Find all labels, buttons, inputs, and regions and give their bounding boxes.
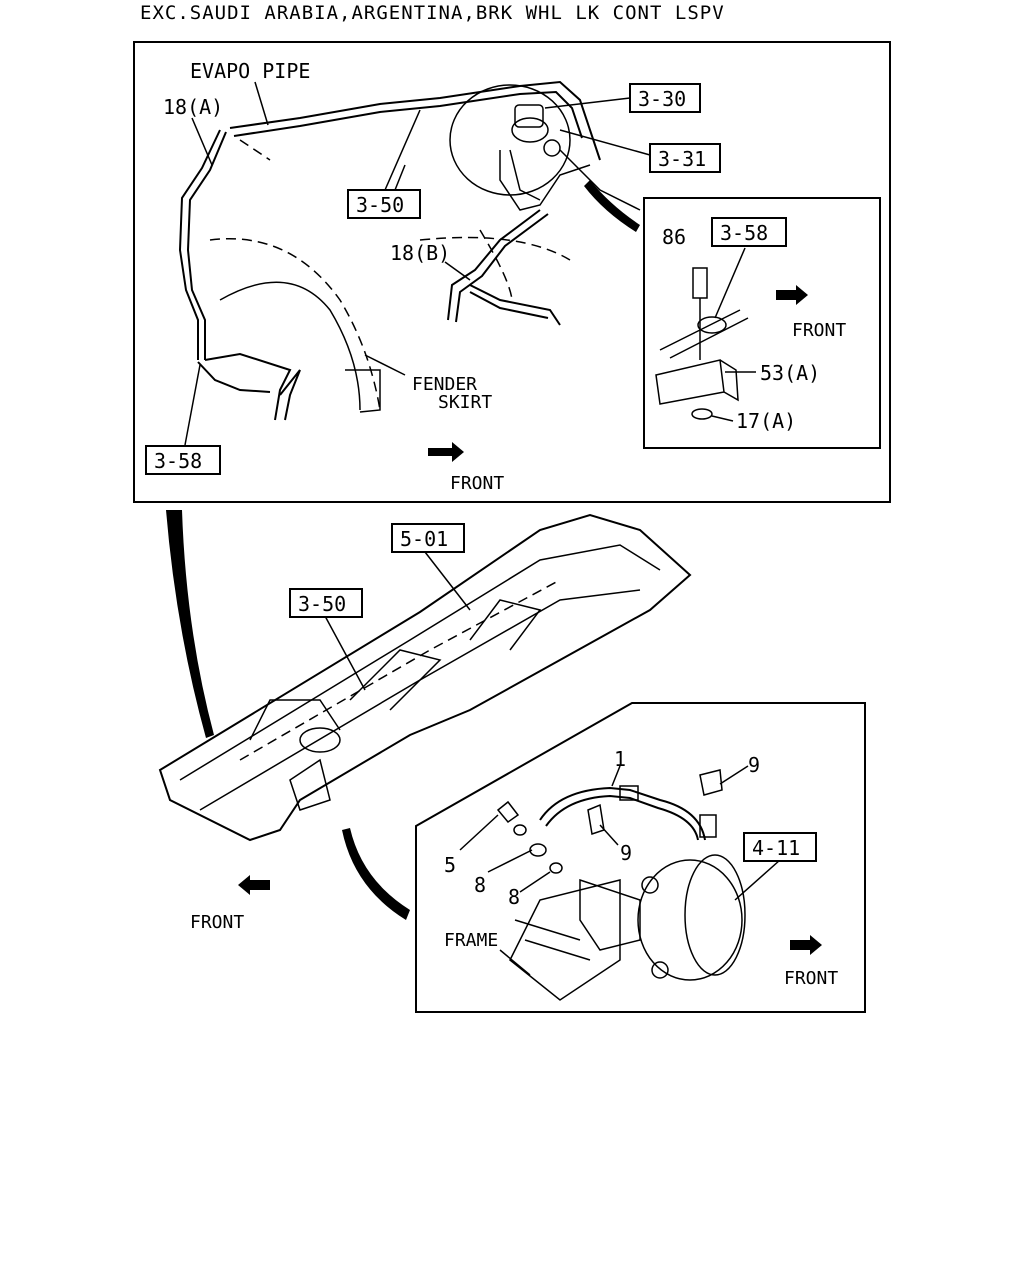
inset-panel-frame xyxy=(643,197,881,449)
front-arrow-icon xyxy=(428,442,464,462)
fender-skirt xyxy=(209,229,571,413)
bolt-5-label: 5 xyxy=(444,853,456,877)
svg-text:3-50: 3-50 xyxy=(356,193,404,217)
washer-8-label-a: 8 xyxy=(474,873,486,897)
ref-box-3-50-upper: 3-50 xyxy=(347,189,421,219)
pipe-18b-label: 18(B) xyxy=(390,241,450,265)
skirt-label: SKIRT xyxy=(438,392,492,413)
leader-lines-lower xyxy=(459,765,781,976)
washer-8-label-b: 8 xyxy=(508,885,520,909)
vehicle-frame xyxy=(158,513,692,842)
svg-text:5-01: 5-01 xyxy=(400,527,448,551)
inset-pointer-arrow xyxy=(584,180,640,232)
front-label-upper: FRONT xyxy=(450,473,504,494)
hose-1-label: 1 xyxy=(614,747,626,771)
front-arrow-icon xyxy=(776,285,808,305)
front-label-inset: FRONT xyxy=(792,320,846,341)
svg-text:3-58: 3-58 xyxy=(720,221,768,245)
pipe-18a-label: 18(A) xyxy=(163,95,223,119)
leader-lines-upper xyxy=(184,81,651,446)
bracket-53a-label: 53(A) xyxy=(760,361,820,385)
svg-text:3-30: 3-30 xyxy=(638,87,686,111)
svg-text:3-50: 3-50 xyxy=(298,592,346,616)
front-arrow-icon xyxy=(238,875,270,895)
brake-hose-assembly xyxy=(496,769,723,874)
leader-lines-frame xyxy=(324,551,471,691)
svg-text:3-31: 3-31 xyxy=(658,147,706,171)
ref-box-3-58-upper: 3-58 xyxy=(145,445,221,475)
front-arrow-icon xyxy=(790,935,822,955)
front-label-lower: FRONT xyxy=(784,968,838,989)
ref-box-4-11: 4-11 xyxy=(743,832,817,862)
ref-box-3-58-inset: 3-58 xyxy=(711,217,787,247)
bolt-86-label: 86 xyxy=(662,225,686,249)
ref-box-5-01: 5-01 xyxy=(391,523,465,553)
svg-text:3-58: 3-58 xyxy=(154,449,202,473)
ref-box-3-50-frame: 3-50 xyxy=(289,588,363,618)
fender-label: FENDER xyxy=(412,374,477,395)
washer-17a-label: 17(A) xyxy=(736,409,796,433)
leader-lines-inset xyxy=(711,247,756,422)
evapo-pipe-label: EVAPO PIPE xyxy=(190,59,310,83)
front-label-frame: FRONT xyxy=(190,912,244,933)
upper-view-pointer-arrow xyxy=(166,510,214,738)
frame-rail-lower xyxy=(509,879,621,1001)
ref-box-3-30: 3-30 xyxy=(629,83,701,113)
ref-box-3-31: 3-31 xyxy=(649,143,721,173)
clip-9-label-mid: 9 xyxy=(620,841,632,865)
brake-booster-lower xyxy=(579,854,746,981)
lower-inset-pointer-arrow xyxy=(342,828,410,920)
lower-inset-frame xyxy=(415,702,866,1013)
brake-booster-upper xyxy=(449,84,571,196)
upper-panel-frame xyxy=(133,41,891,503)
frame-label: FRAME xyxy=(444,930,498,951)
svg-text:4-11: 4-11 xyxy=(752,836,800,860)
lspv-bracket-assembly xyxy=(655,267,749,420)
clip-9-label-top: 9 xyxy=(748,753,760,777)
diagram-title: EXC.SAUDI ARABIA,ARGENTINA,BRK WHL LK CO… xyxy=(140,2,725,24)
